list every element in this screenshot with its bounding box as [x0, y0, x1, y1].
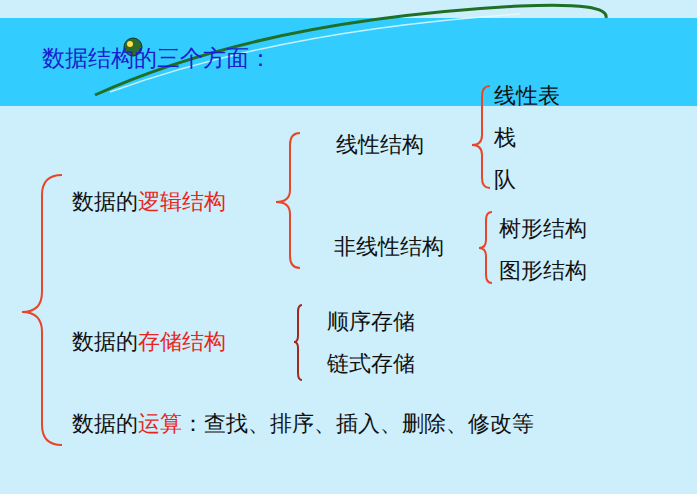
slide-title: 数据结构的三个方面：	[42, 44, 272, 72]
tree-label: 线性结构	[336, 131, 424, 159]
highlight-term: 存储结构	[138, 329, 226, 354]
label-row: 数据的存储结构	[72, 328, 226, 356]
tree-label: 数据的	[72, 329, 138, 354]
label-row: 数据的运算：查找、排序、插入、删除、修改等	[72, 410, 534, 438]
highlight-term: 逻辑结构	[138, 189, 226, 214]
tree-label: 顺序存储	[327, 308, 415, 336]
tree-label: 图形结构	[499, 257, 587, 285]
brace	[294, 305, 302, 380]
tree-label: 数据的	[72, 189, 138, 214]
tree-label: 队	[494, 166, 516, 194]
title-band	[0, 18, 697, 106]
tree-label: ：查找、排序、插入、删除、修改等	[182, 411, 534, 436]
tree-label: 线性表	[494, 82, 560, 110]
brace	[479, 212, 492, 283]
label-row: 数据的逻辑结构	[72, 188, 226, 216]
highlight-term: 运算	[138, 411, 182, 436]
brace	[276, 133, 300, 268]
tree-label: 数据的	[72, 411, 138, 436]
tree-label: 栈	[494, 124, 516, 152]
tree-label: 树形结构	[499, 215, 587, 243]
tree-label: 链式存储	[327, 350, 415, 378]
brace	[22, 175, 62, 445]
tree-label: 非线性结构	[334, 233, 444, 261]
brace	[472, 86, 490, 188]
